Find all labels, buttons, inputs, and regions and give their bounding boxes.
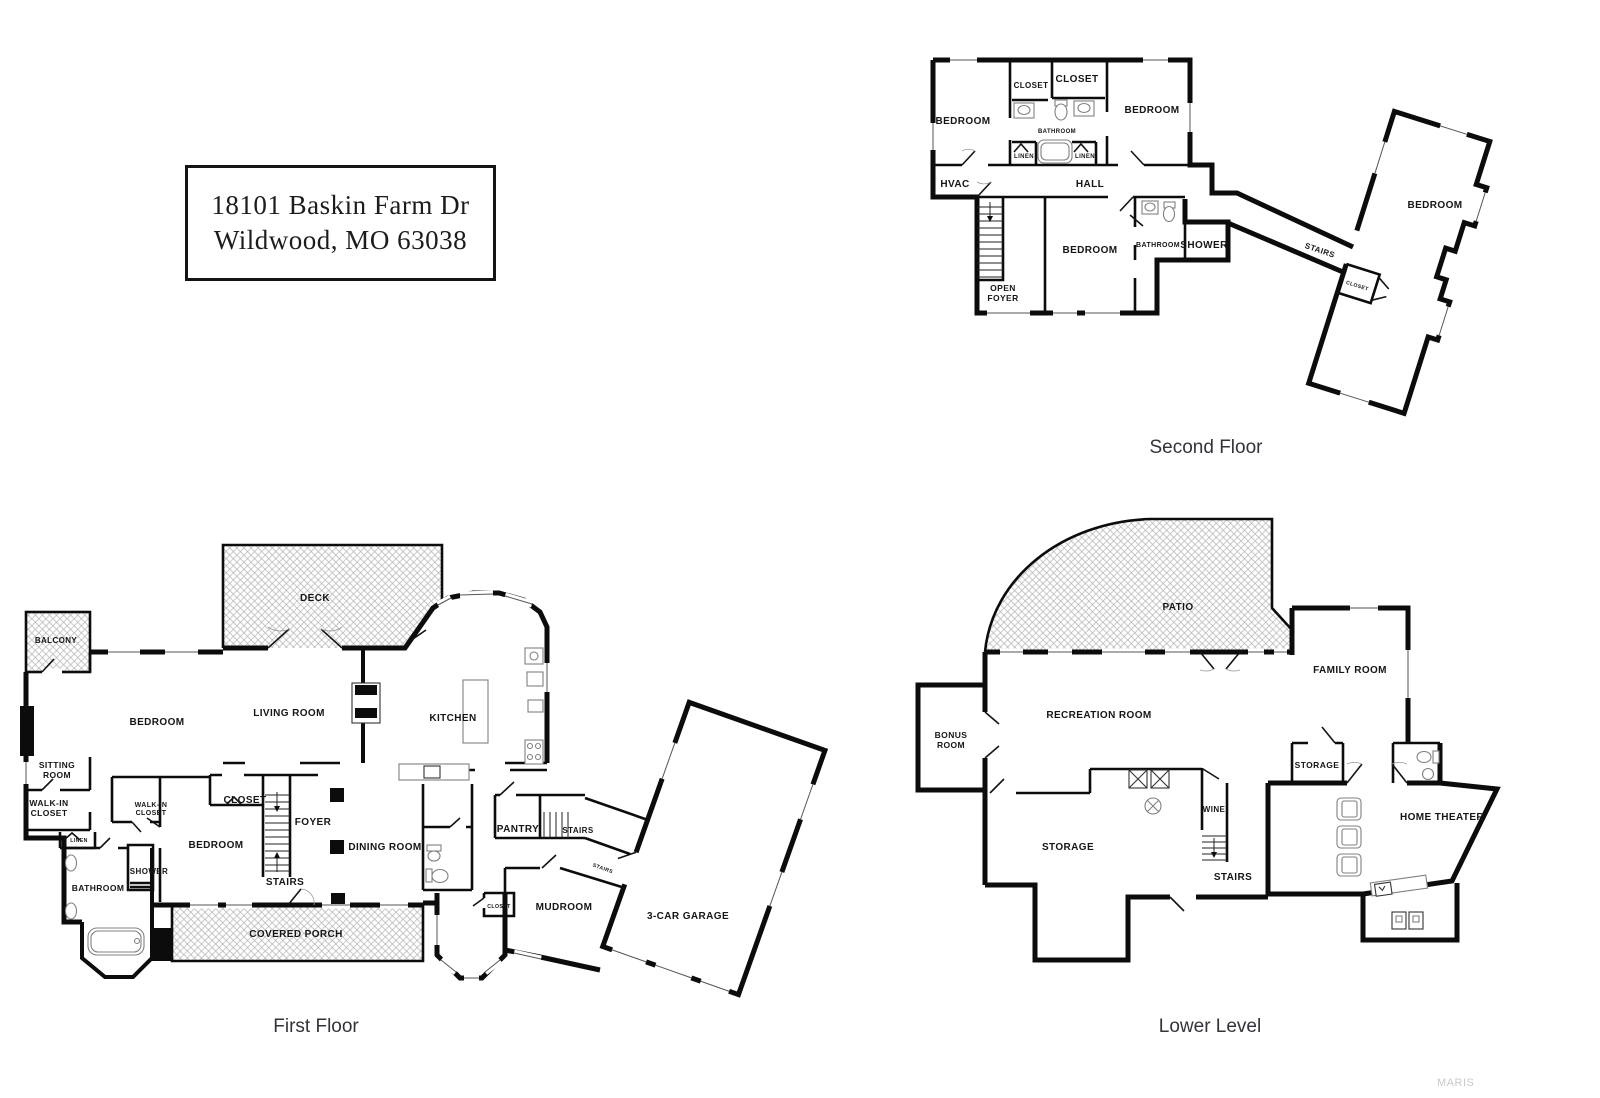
- address-line2: Wildwood, MO 63038: [213, 225, 468, 255]
- room-label: DECK: [300, 593, 330, 604]
- room-label: STAIRS: [1214, 872, 1252, 883]
- room-label: BALCONY: [35, 636, 78, 645]
- room-label: WINE: [1203, 805, 1226, 814]
- wing-closet-walls: [1336, 262, 1382, 305]
- first-floor-doors: [41, 626, 557, 907]
- room-label: 3-CAR GARAGE: [647, 911, 729, 922]
- room-label: BEDROOM: [1124, 105, 1179, 116]
- room-label: CLOSET: [224, 795, 267, 806]
- room-label: STAIRS: [562, 826, 593, 835]
- room-label: BEDROOM: [935, 116, 990, 127]
- second-floor-stairs: [977, 202, 1003, 278]
- room-label: MUDROOM: [536, 902, 593, 913]
- room-label: STORAGE: [1042, 842, 1094, 853]
- patio-area: [983, 517, 1294, 653]
- second-floor-plan: CLOSET: [929, 56, 1493, 417]
- room-label: PANTRY: [497, 824, 539, 835]
- second-floor-title: Second Floor: [1149, 437, 1263, 458]
- room-label: BEDROOM: [188, 840, 243, 851]
- address-box: 18101 Baskin Farm Dr Wildwood, MO 63038: [185, 165, 496, 281]
- room-label: SHOWER: [1180, 240, 1228, 251]
- room-label: RECREATION ROOM: [1046, 710, 1151, 721]
- room-label: LIVING ROOM: [253, 708, 325, 719]
- room-label: LINEN: [70, 838, 88, 844]
- garage: [599, 699, 829, 998]
- room-label: LINEN: [1014, 154, 1034, 160]
- room-label: HALL: [1076, 179, 1104, 190]
- first-floor-windows: [22, 590, 551, 982]
- room-label: SHOWER: [130, 867, 168, 876]
- room-label: KITCHEN: [429, 713, 476, 724]
- room-label: BEDROOM: [129, 717, 184, 728]
- room-label: HVAC: [940, 179, 969, 190]
- lower-level-windows: [1000, 604, 1412, 698]
- room-label: HOME THEATER: [1400, 812, 1484, 823]
- second-floor-fixtures: [1013, 99, 1176, 223]
- room-label: BATHROOM: [1136, 242, 1180, 249]
- room-label: STAIRS: [592, 863, 614, 876]
- watermark: MARIS: [1437, 1077, 1475, 1089]
- second-floor-doors: [961, 142, 1145, 227]
- room-label: STORAGE: [1295, 760, 1340, 770]
- second-floor-windows: [929, 56, 1194, 317]
- lower-level-doors: [984, 651, 1408, 912]
- first-floor-outdoor: [24, 543, 444, 963]
- wing-windows: [1339, 122, 1489, 406]
- room-label: LINEN: [1075, 154, 1095, 160]
- room-label: PATIO: [1162, 602, 1193, 613]
- second-floor-walls: [930, 57, 1355, 316]
- lower-level-fixtures: [1128, 750, 1440, 930]
- room-label: COVERED PORCH: [249, 929, 343, 940]
- room-label: FOYER: [295, 817, 332, 828]
- second-floor-wing: CLOSET: [1305, 108, 1493, 417]
- first-floor-fixtures: [20, 647, 544, 961]
- first-floor-title: First Floor: [273, 1016, 359, 1037]
- garage-windows: [610, 741, 817, 995]
- room-label-wing-closet: CLOSET: [1345, 280, 1370, 293]
- room-label: BEDROOM: [1407, 200, 1462, 211]
- address-line1: 18101 Baskin Farm Dr: [211, 190, 470, 220]
- room-label: CLOSET: [487, 904, 511, 910]
- room-label: BATHROOM: [1038, 129, 1076, 135]
- room-label: CLOSET: [1056, 74, 1099, 85]
- room-label: BATHROOM: [72, 883, 125, 893]
- lower-level-stairs: [1202, 835, 1227, 861]
- room-label: CLOSET: [1014, 81, 1049, 90]
- room-label: STAIRS: [266, 877, 304, 888]
- lower-level-title: Lower Level: [1158, 1016, 1262, 1037]
- room-label: DINING ROOM: [348, 842, 421, 853]
- first-floor-stairs: [265, 792, 569, 872]
- room-label: BEDROOM: [1062, 245, 1117, 256]
- room-label: FAMILY ROOM: [1313, 665, 1387, 676]
